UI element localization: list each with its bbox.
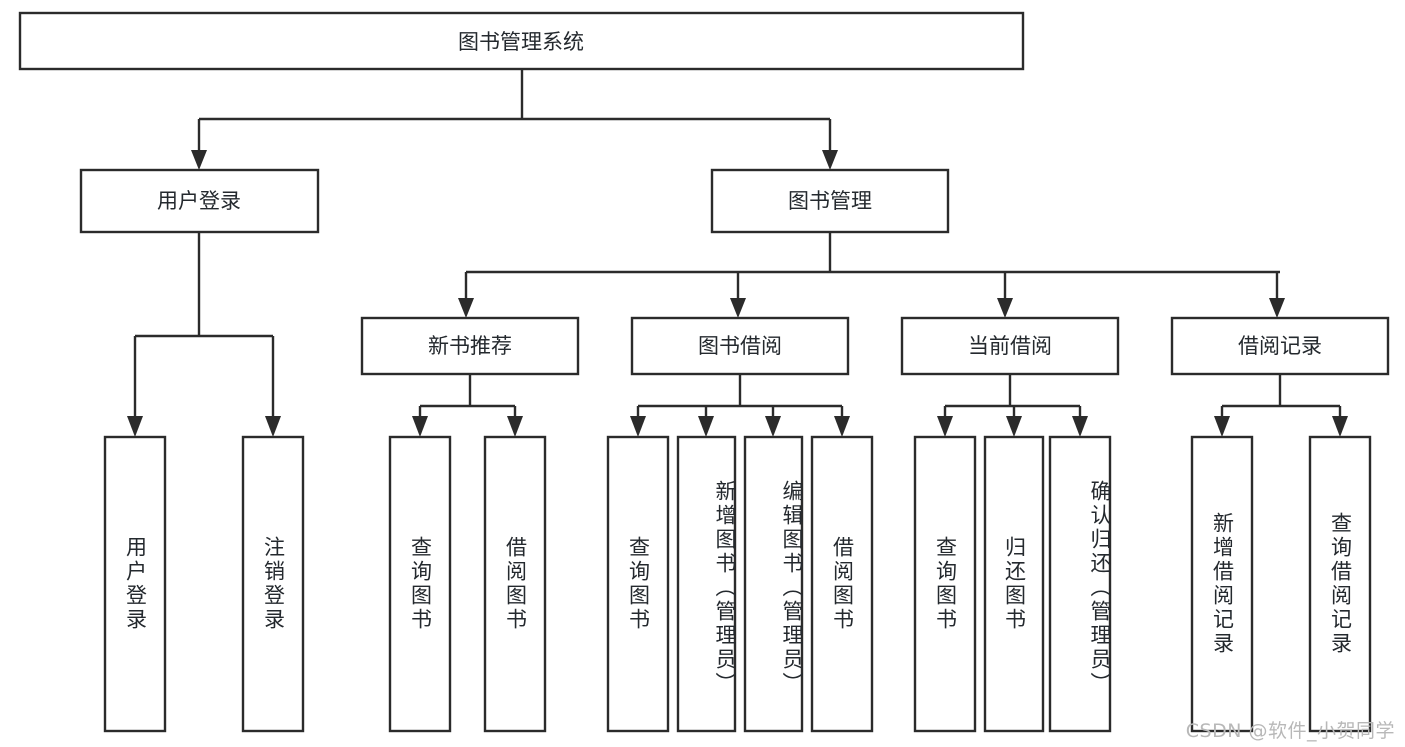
leaf-box-return-book[interactable] xyxy=(983,435,1045,733)
connector-layer xyxy=(127,69,1348,437)
arrow-current-to-leaf1 xyxy=(937,416,953,437)
node-new-book-recommend[interactable]: 新书推荐 xyxy=(360,316,580,376)
node-book-management-box[interactable] xyxy=(710,168,950,234)
arrow-records-to-leaf2 xyxy=(1332,416,1348,437)
leaf-box-add-book-admin[interactable] xyxy=(676,435,737,733)
arrow-bookmgmt-to-new-rec xyxy=(458,298,474,318)
node-root-label: 图书管理系统 xyxy=(458,30,584,54)
node-borrow-records-label: 借阅记录 xyxy=(1238,334,1322,358)
arrow-newrec-to-leaf1 xyxy=(412,416,428,437)
arrow-borrow-to-leaf2 xyxy=(698,416,714,437)
arrow-userlogin-to-leaf2 xyxy=(265,416,281,437)
arrow-newrec-to-leaf2 xyxy=(507,416,523,437)
node-new-book-recommend-box[interactable] xyxy=(360,316,580,376)
leaf-box-borrow-book-brw[interactable] xyxy=(810,435,874,733)
csdn-watermark: CSDN @软件_小贺同学 xyxy=(1185,720,1395,742)
node-current-borrow-box[interactable] xyxy=(900,316,1120,376)
node-root-box[interactable] xyxy=(18,11,1025,71)
leaf-box-user-login[interactable] xyxy=(103,435,167,733)
node-current-borrow[interactable]: 当前借阅 xyxy=(900,316,1120,376)
node-book-borrow-box[interactable] xyxy=(630,316,850,376)
node-borrow-records-box[interactable] xyxy=(1170,316,1390,376)
arrow-bookmgmt-to-borrow xyxy=(730,298,746,318)
node-user-login-box[interactable] xyxy=(79,168,320,234)
leaf-box-borrow-book-rec[interactable] xyxy=(483,435,547,733)
arrow-records-to-leaf1 xyxy=(1214,416,1230,437)
arrow-bookmgmt-to-current xyxy=(997,298,1013,318)
node-user-login-label: 用户登录 xyxy=(157,189,241,213)
leaf-box-edit-book-admin[interactable] xyxy=(743,435,804,733)
arrow-borrow-to-leaf3 xyxy=(765,416,781,437)
node-root[interactable]: 图书管理系统 xyxy=(18,11,1025,71)
leaf-box-add-borrow-record[interactable] xyxy=(1190,435,1254,733)
arrow-current-to-leaf2 xyxy=(1006,416,1022,437)
arrow-root-to-book-mgmt xyxy=(822,150,838,170)
arrow-root-to-user-login xyxy=(191,150,207,170)
node-user-login[interactable]: 用户登录 xyxy=(79,168,320,234)
arrow-bookmgmt-to-records xyxy=(1269,298,1285,318)
leaf-box-layer xyxy=(103,435,1372,733)
leaf-box-query-book-rec[interactable] xyxy=(388,435,452,733)
leaf-box-confirm-return[interactable] xyxy=(1048,435,1112,733)
leaf-box-logout[interactable] xyxy=(241,435,305,733)
arrow-borrow-to-leaf4 xyxy=(834,416,850,437)
arrow-userlogin-to-leaf1 xyxy=(127,416,143,437)
node-book-management-label: 图书管理 xyxy=(788,189,872,213)
leaf-box-query-book-brw[interactable] xyxy=(606,435,670,733)
arrow-current-to-leaf3 xyxy=(1072,416,1088,437)
node-book-borrow-label: 图书借阅 xyxy=(698,334,782,358)
leaf-box-query-book-cur[interactable] xyxy=(913,435,977,733)
node-book-management[interactable]: 图书管理 xyxy=(710,168,950,234)
node-current-borrow-label: 当前借阅 xyxy=(968,334,1052,358)
arrow-borrow-to-leaf1 xyxy=(630,416,646,437)
node-book-borrow[interactable]: 图书借阅 xyxy=(630,316,850,376)
node-borrow-records[interactable]: 借阅记录 xyxy=(1170,316,1390,376)
node-new-book-recommend-label: 新书推荐 xyxy=(428,334,512,358)
leaf-box-query-borrow-rec[interactable] xyxy=(1308,435,1372,733)
